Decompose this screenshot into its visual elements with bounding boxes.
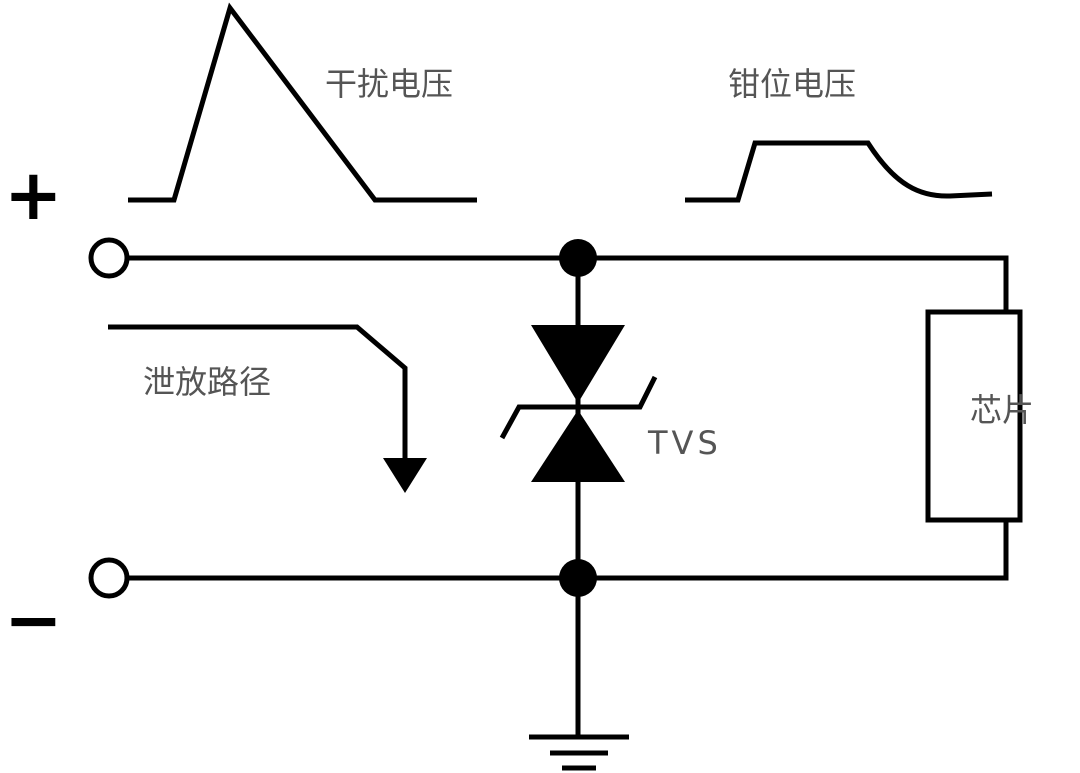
plus-sign: + [4, 154, 63, 236]
interference-waveform [128, 2, 477, 203]
minus-terminal [88, 557, 130, 599]
bottom-junction-dot [559, 559, 597, 597]
chip-box [925, 309, 1023, 523]
clamp-voltage-label: 钳位电压 [728, 65, 857, 103]
discharge-arrowhead [383, 458, 427, 493]
minus-sign: − [4, 579, 63, 661]
top-junction-dot [559, 239, 597, 277]
discharge-arrow-line [108, 324, 408, 462]
tvs-lower-triangle [531, 410, 625, 482]
tvs-label: TVS [648, 424, 722, 462]
tvs-zener-bar [499, 375, 658, 440]
interference-voltage-label: 干扰电压 [325, 65, 454, 103]
top-wire [128, 255, 1009, 312]
clamp-waveform [685, 140, 993, 203]
tvs-upper-triangle [531, 325, 625, 403]
plus-terminal [88, 237, 130, 279]
bottom-wire [128, 520, 1009, 581]
chip-label: 芯片 [970, 391, 1035, 429]
discharge-path-label: 泄放路径 [143, 363, 272, 401]
